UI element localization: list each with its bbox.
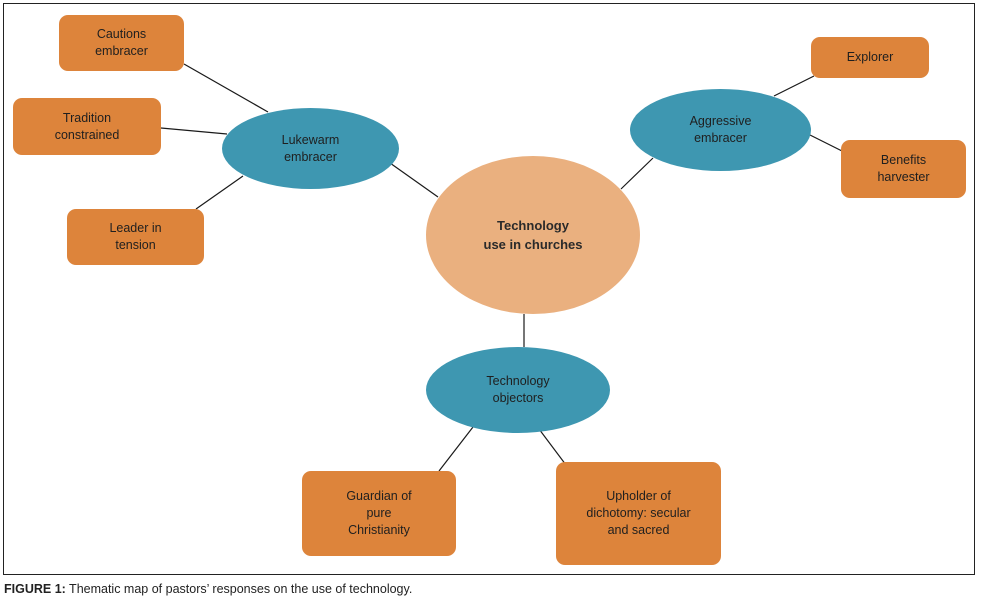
edge-lukewarm-leader [195,175,244,210]
central-node: Technology use in churches [426,156,640,314]
edge-objectors-guardian [438,426,474,472]
category-label: Lukewarm embracer [281,132,340,164]
theme-label: Leader in tension [109,221,162,252]
figure-caption-label: FIGURE 1: [4,582,66,596]
edge-lukewarm-tradition [160,127,228,135]
theme-box-tradition: Tradition constrained [13,98,161,155]
category-node-aggressive: Aggressive embracer [630,89,811,171]
theme-label: Upholder of dichotomy: secular and sacre… [586,489,691,537]
theme-label: Cautions embracer [95,27,148,58]
figure-caption: FIGURE 1: Thematic map of pastors’ respo… [4,582,412,596]
theme-box-explorer: Explorer [811,37,929,78]
theme-box-upholder: Upholder of dichotomy: secular and sacre… [556,462,721,565]
theme-box-guardian: Guardian of pure Christianity [302,471,456,556]
category-label: Technology objectors [486,374,550,405]
edge-aggressive-explorer [773,75,815,97]
figure-caption-text: Thematic map of pastors’ responses on th… [65,582,413,596]
figure-frame [3,3,975,575]
category-node-lukewarm: Lukewarm embracer [222,108,399,189]
theme-box-cautions: Cautions embracer [59,15,184,71]
edge-center-aggressive [620,157,654,190]
category-node-objectors: Technology objectors [426,347,610,433]
edge-center-lukewarm [389,162,439,198]
category-label: Aggressive embracer [689,114,752,145]
central-node-label: Technology use in churches [483,218,583,252]
theme-box-benefits: Benefits harvester [841,140,966,198]
edge-aggressive-benefits [809,134,843,152]
edge-objectors-upholder [538,428,567,466]
edge-lukewarm-cautions [183,63,269,113]
theme-label: Guardian of pure Christianity [346,489,412,537]
theme-label: Benefits harvester [877,153,930,184]
theme-label: Explorer [846,50,894,64]
theme-label: Tradition constrained [54,110,120,142]
theme-box-leader: Leader in tension [67,209,204,265]
